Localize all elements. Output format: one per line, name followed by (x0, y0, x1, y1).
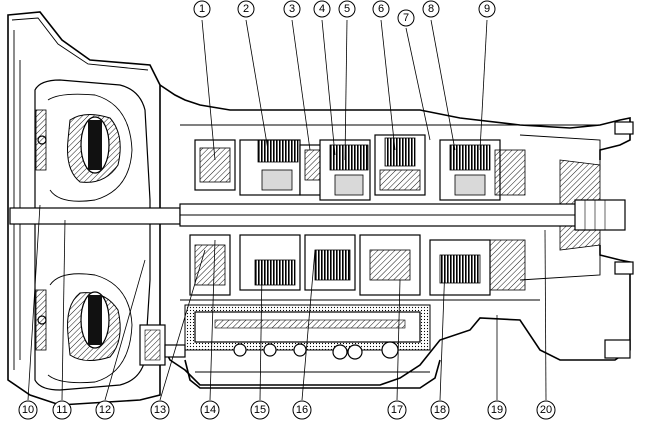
callout-5: 5 (338, 0, 356, 18)
svg-text:16: 16 (296, 404, 308, 416)
svg-text:10: 10 (22, 404, 34, 416)
svg-text:20: 20 (540, 404, 552, 416)
callout-10: 10 (18, 400, 38, 420)
svg-text:15: 15 (254, 404, 266, 416)
svg-text:12: 12 (99, 404, 111, 416)
clutch-packs-lower (189, 234, 526, 296)
svg-text:3: 3 (289, 3, 295, 15)
callout-13: 13 (150, 400, 170, 420)
svg-text:17: 17 (391, 404, 403, 416)
oil-pan (139, 324, 441, 389)
svg-text:1: 1 (199, 3, 205, 15)
callout-4: 4 (313, 0, 331, 18)
svg-text:18: 18 (434, 404, 446, 416)
callout-7: 7 (397, 9, 415, 27)
svg-text:6: 6 (378, 3, 384, 15)
svg-text:4: 4 (319, 3, 325, 15)
bottom-callouts: 10 11 12 13 14 15 16 17 18 19 20 (18, 400, 556, 420)
svg-text:2: 2 (243, 3, 249, 15)
svg-text:7: 7 (403, 12, 409, 24)
callout-17: 17 (387, 400, 407, 420)
input-output-shaft (9, 199, 626, 231)
callout-18: 18 (430, 400, 450, 420)
svg-text:11: 11 (56, 404, 67, 416)
leader-lines (27, 19, 547, 401)
callout-3: 3 (283, 0, 301, 18)
callout-15: 15 (250, 400, 270, 420)
svg-text:19: 19 (491, 404, 503, 416)
callout-11: 11 (52, 400, 72, 420)
top-callouts: 1 2 3 4 5 6 7 8 9 (193, 0, 496, 27)
callout-19: 19 (487, 400, 507, 420)
callout-12: 12 (95, 400, 115, 420)
callout-20: 20 (536, 400, 556, 420)
callout-16: 16 (292, 400, 312, 420)
callout-1: 1 (193, 0, 211, 18)
callout-2: 2 (237, 0, 255, 18)
clutch-packs-upper (194, 134, 526, 201)
svg-text:9: 9 (484, 3, 490, 15)
svg-text:14: 14 (204, 404, 216, 416)
valve-body (184, 304, 431, 360)
callout-14: 14 (200, 400, 220, 420)
callout-6: 6 (372, 0, 390, 18)
svg-text:8: 8 (428, 3, 434, 15)
svg-text:13: 13 (154, 404, 166, 416)
callout-8: 8 (422, 0, 440, 18)
svg-text:5: 5 (344, 3, 350, 15)
callout-9: 9 (478, 0, 496, 18)
torque-converter (34, 79, 151, 391)
